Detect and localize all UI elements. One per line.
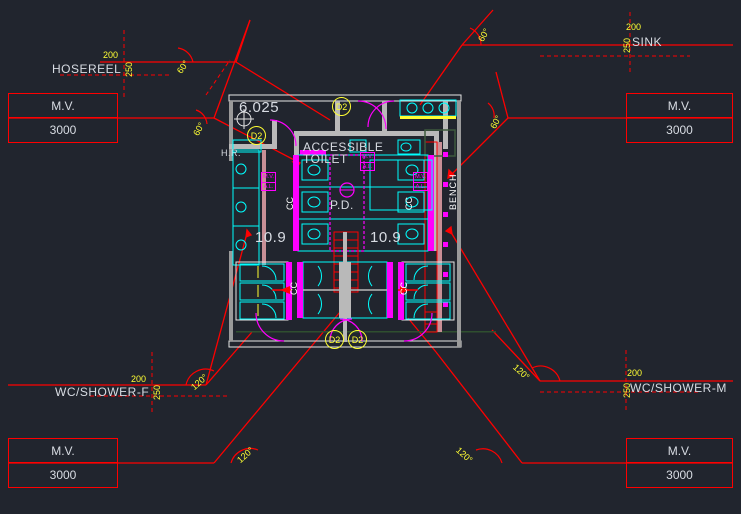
mv-box-value: 3000 <box>49 123 77 137</box>
label-dim-left: 10.9 <box>255 229 287 246</box>
label-hose-reel-plan: H.R. <box>221 148 241 158</box>
dim-wcf-200: 200 <box>131 374 147 384</box>
wash-basin-row <box>399 99 457 119</box>
dim-wcf-250: 250 <box>152 384 162 400</box>
dim-hosereel-200: 200 <box>103 50 119 60</box>
mv-al-tag-left[interactable]: M.V. A.L. <box>261 172 276 191</box>
mv-box-top-left[interactable]: M.V. 3000 <box>8 93 118 143</box>
dim-wcm-200: 200 <box>627 368 643 378</box>
mv-al-tag-top-text: M.V. <box>361 153 374 163</box>
section-marker-cc-upper-right: CC <box>404 197 414 210</box>
mv-box-title: M.V. <box>627 439 732 463</box>
label-accessible-toilet-line2: TOILET <box>303 152 348 166</box>
label-hosereel: HOSEREEL <box>52 62 122 76</box>
dim-hosereel-250: 250 <box>124 61 134 77</box>
plan-walls <box>228 94 496 348</box>
angle-arc-marks <box>177 27 561 464</box>
section-arrows <box>272 286 418 294</box>
door-tag-d2-a[interactable]: D2 <box>332 97 351 116</box>
door-tag-d2-b[interactable]: D2 <box>247 126 266 145</box>
mv-box-top-right[interactable]: M.V. 3000 <box>626 93 733 143</box>
dimension-witness-lines <box>60 12 700 415</box>
label-wc-shower-f: WC/SHOWER-F <box>55 385 150 399</box>
label-sink: SINK <box>632 35 663 49</box>
central-wc-bank <box>293 150 434 252</box>
mv-box-value: 3000 <box>666 123 693 137</box>
mv-box-value: 3000 <box>49 468 77 482</box>
service-route-lines <box>8 9 733 464</box>
section-marker-cc-upper-left: CC <box>285 197 295 210</box>
mv-al-tag-top-text: M.V. <box>262 173 275 183</box>
door-tag-d2-c[interactable]: D2 <box>325 330 344 349</box>
label-wc-shower-m: WC/SHOWER-M <box>630 381 727 395</box>
mv-al-tag-right[interactable]: M.V. A.L. <box>413 172 428 191</box>
section-marker-cc-left: CC <box>289 282 299 295</box>
mv-box-title: M.V. <box>627 94 732 118</box>
mv-al-tag-top-text: M.V. <box>414 173 427 183</box>
label-pipe-duct: P.D. <box>330 198 354 212</box>
elevation-target-symbol <box>234 109 254 129</box>
mv-box-value: 3000 <box>666 468 693 482</box>
mv-box-bottom-left[interactable]: M.V. 3000 <box>8 438 118 488</box>
mv-box-title: M.V. <box>9 439 117 463</box>
bench-strip <box>424 129 456 333</box>
accessible-toilet-fixtures <box>349 139 433 211</box>
dim-sink-200: 200 <box>626 22 642 32</box>
door-tag-d2-d[interactable]: D2 <box>348 330 367 349</box>
dim-wcm-250: 250 <box>622 382 632 398</box>
mv-al-tag-bottom-text: A.L. <box>263 183 274 190</box>
section-marker-cc-right: CC <box>399 282 409 295</box>
mv-al-tag-bottom-text: A.L. <box>415 183 426 190</box>
label-bench: BENCH <box>448 173 458 210</box>
mv-al-tag-center[interactable]: M.V. A.L. <box>360 152 375 171</box>
label-accessible-toilet: ACCESSIBLE <box>303 140 384 154</box>
label-level-marker: 6.025 <box>239 99 280 116</box>
dim-sink-250: 250 <box>622 37 632 53</box>
label-dim-right: 10.9 <box>370 229 402 246</box>
mv-box-bottom-right[interactable]: M.V. 3000 <box>626 438 733 488</box>
left-fixture-column <box>232 149 266 266</box>
mv-box-title: M.V. <box>9 94 117 118</box>
lower-shower-block <box>297 232 393 342</box>
mv-al-tag-bottom-text: A.L. <box>362 163 373 170</box>
